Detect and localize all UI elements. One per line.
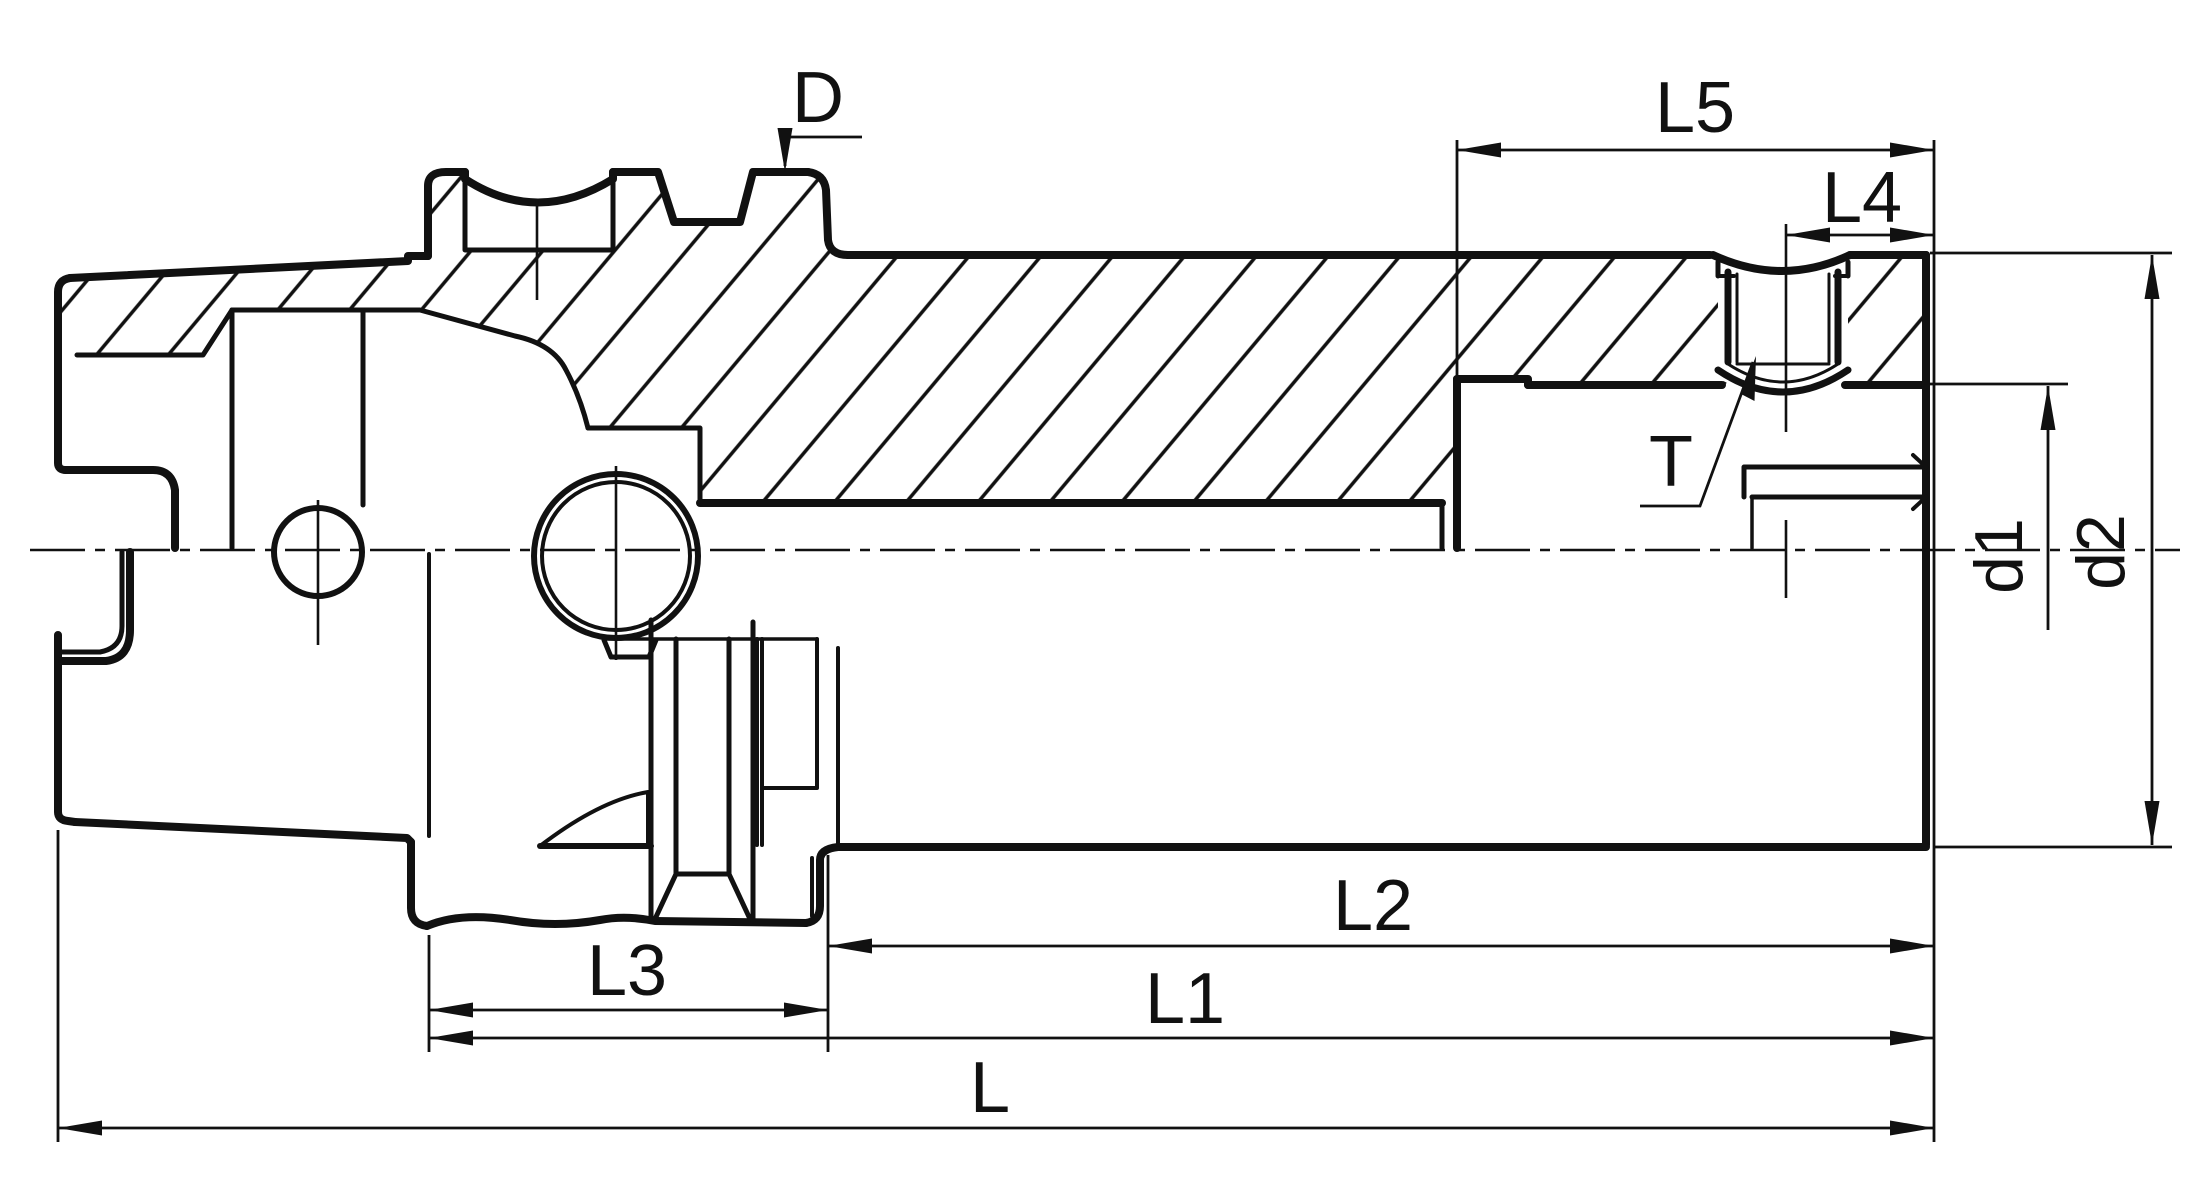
arrow-D (777, 128, 793, 172)
thread-spotface-dip (1709, 251, 1854, 275)
dimension-labels: D L5 L4 T d1 d2 L3 L2 L1 L (587, 58, 2139, 1128)
arrow-T (1741, 356, 1756, 401)
cavity-shelf (585, 425, 703, 506)
shank-slot-bottom-outer (58, 548, 134, 665)
groove-band-projection (755, 637, 819, 847)
bore-mouth-chamfer (1911, 453, 1928, 511)
thread-minor (1735, 272, 1831, 364)
taper-bottom-edge (71, 818, 415, 846)
label-d2: d2 (2063, 514, 2139, 590)
shank-end-face-top (54, 274, 74, 474)
label-d1: d1 (1961, 518, 2037, 594)
cavity-ceiling (229, 307, 591, 431)
shank-slot-bottom-inner (59, 549, 125, 655)
label-D: D (792, 58, 844, 138)
bore-internal-step (1741, 464, 1929, 500)
leader-D (783, 135, 862, 166)
thread-breakthrough-outer (1714, 366, 1852, 396)
drive-slot-slants (652, 871, 753, 922)
flange-right-face-bottom (802, 843, 842, 927)
flange-left-face-bottom (407, 838, 431, 930)
label-L2: L2 (1333, 866, 1413, 946)
drive-slot-outer-walls (648, 617, 756, 924)
groove-wrap-curve (538, 790, 650, 848)
dimension-lines (56, 135, 2172, 1142)
section-hatch-area (58, 172, 1926, 503)
thread-major (1724, 268, 1842, 366)
shank-slot-top (62, 466, 179, 552)
clamp-thread-hole (1714, 259, 1852, 396)
label-T: T (1649, 422, 1693, 502)
part-outline (54, 168, 1930, 930)
shank-end-face-bottom (54, 631, 79, 826)
dimension-arrowheads (58, 128, 2160, 1136)
label-L1: L1 (1145, 959, 1225, 1039)
internal-edges (59, 176, 1929, 924)
taper-shank-outline (54, 168, 1930, 930)
centerlines (30, 200, 2180, 660)
flange-rim-bottom (423, 913, 810, 930)
ball-seat (601, 637, 659, 660)
label-L: L (970, 1048, 1010, 1128)
leader-T (1640, 361, 1755, 508)
label-L4: L4 (1822, 158, 1902, 238)
label-L5: L5 (1655, 68, 1735, 148)
drive-slot-inner (673, 636, 732, 877)
thread-breakthrough-inner (1726, 362, 1840, 384)
cavity-cone-face (74, 307, 235, 358)
gripper-groove-pocket (462, 176, 616, 253)
bore-relief-groove (1453, 375, 1532, 389)
thread-hole-cutout (1718, 256, 1848, 397)
label-L3: L3 (587, 931, 667, 1011)
coolant-balls (271, 471, 701, 641)
